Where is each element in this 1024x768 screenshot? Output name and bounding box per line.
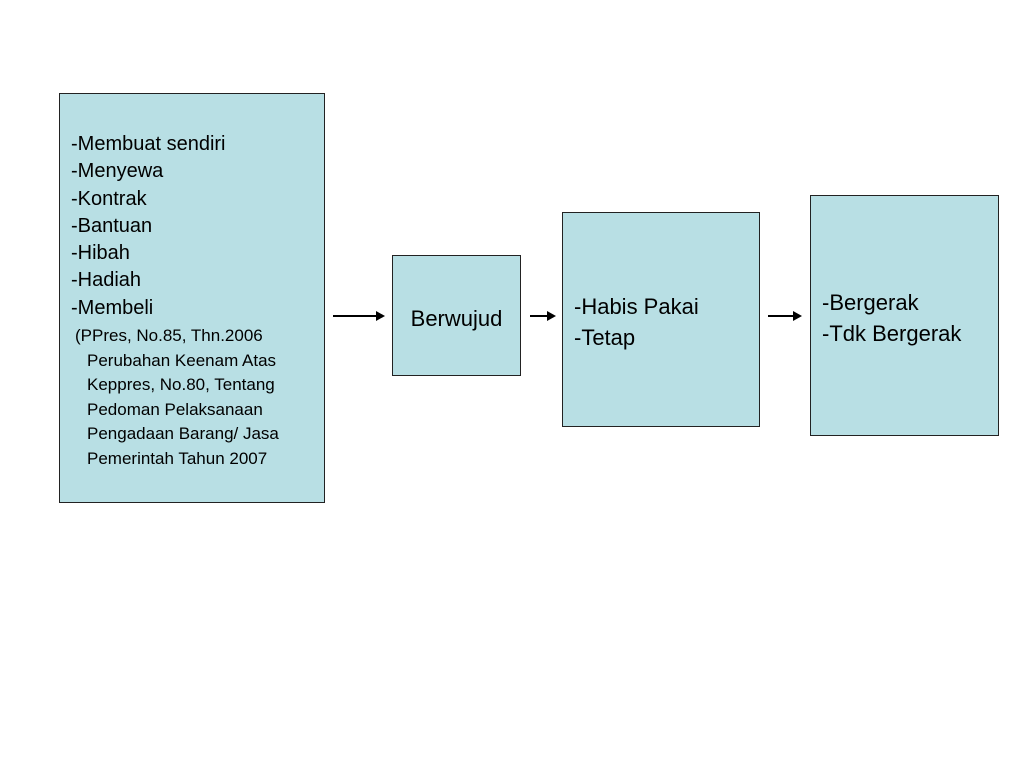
regulation-note-line: Perubahan Keenam Atas	[87, 350, 277, 370]
method-membuat-sendiri: -Membuat sendiri	[71, 133, 226, 155]
habis-pakai-list: -Habis Pakai -Tetap	[574, 291, 699, 353]
arrow-head-icon	[547, 311, 556, 321]
berwujud-box: Berwujud	[392, 255, 521, 376]
item-tetap: -Tetap	[574, 325, 636, 350]
arrow-shaft	[530, 315, 549, 317]
method-bantuan: -Bantuan	[71, 214, 153, 237]
regulation-note: (PPres, No.85, Thn.2006 Perubahan Keenam…	[75, 324, 324, 471]
acquisition-methods-list: -Membuat sendiri -Menyewa -Kontrak -Bant…	[71, 131, 324, 322]
method-hadiah: -Hadiah	[71, 269, 142, 292]
arrow-head-icon	[376, 311, 385, 321]
regulation-note-line: Pedoman Pelaksanaan	[87, 399, 263, 419]
arrow-berwujud-to-habis-pakai	[530, 309, 556, 323]
regulation-note-line: (PPres, No.85, Thn.2006	[75, 326, 263, 346]
item-tdk-bergerak: -Tdk Bergerak	[822, 321, 962, 346]
item-habis-pakai: -Habis Pakai	[574, 294, 699, 319]
item-bergerak: -Bergerak	[822, 290, 919, 315]
berwujud-label: Berwujud	[410, 306, 503, 331]
method-kontrak: -Kontrak	[71, 187, 147, 210]
arrow-shaft	[768, 315, 795, 317]
arrow-sources-to-berwujud	[333, 309, 385, 323]
method-menyewa: -Menyewa	[71, 160, 164, 183]
regulation-note-line: Pemerintah Tahun 2007	[87, 448, 268, 468]
method-membeli: -Membeli	[71, 296, 154, 319]
bergerak-list: -Bergerak -Tdk Bergerak	[822, 287, 961, 349]
habis-pakai-box: -Habis Pakai -Tetap	[562, 212, 760, 427]
arrow-head-icon	[793, 311, 802, 321]
arrow-shaft	[333, 315, 378, 317]
arrow-habis-pakai-to-bergerak	[768, 309, 802, 323]
regulation-note-line: Keppres, No.80, Tentang	[87, 375, 275, 395]
regulation-note-line: Pengadaan Barang/ Jasa	[87, 424, 279, 444]
acquisition-sources-box: -Membuat sendiri -Menyewa -Kontrak -Bant…	[59, 93, 325, 503]
method-hibah: -Hibah	[71, 242, 130, 265]
bergerak-box: -Bergerak -Tdk Bergerak	[810, 195, 999, 436]
